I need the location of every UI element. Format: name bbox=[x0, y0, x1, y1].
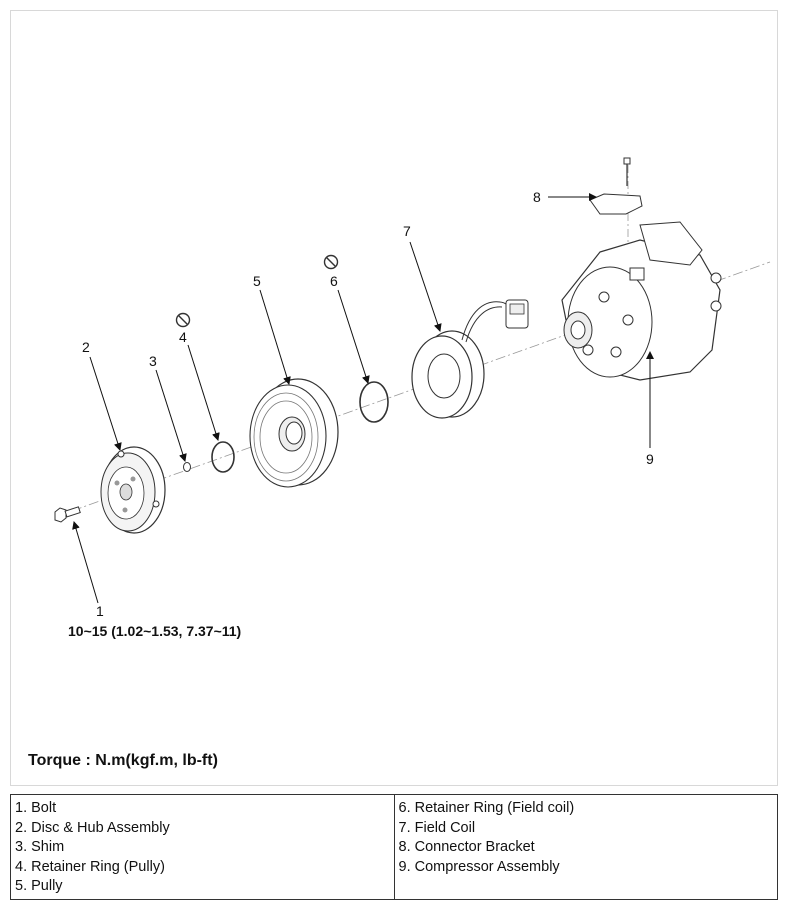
connector-bracket-part bbox=[589, 157, 643, 215]
legend-item: 2. Disc & Hub Assembly bbox=[15, 819, 170, 836]
legend-item: 7. Field Coil bbox=[398, 819, 476, 836]
callout-9: 9 bbox=[646, 451, 654, 467]
exploded-view-diagram: 1 2 3 4 5 6 7 8 9 10~15 (1.02~1.53, 7.37… bbox=[54, 157, 771, 639]
callout-1: 1 bbox=[96, 603, 104, 619]
callout-7: 7 bbox=[403, 223, 411, 239]
do-not-reuse-icon bbox=[175, 312, 191, 328]
legend-column-right: 6. Retainer Ring (Field coil) 7. Field C… bbox=[393, 795, 778, 899]
leader-lines bbox=[72, 193, 654, 604]
legend-item: 3. Shim bbox=[15, 839, 65, 856]
do-not-reuse-icon bbox=[323, 254, 339, 270]
callout-5: 5 bbox=[253, 273, 261, 289]
callout-8: 8 bbox=[533, 189, 541, 205]
retainer-ring-pully-part bbox=[211, 441, 235, 473]
compressor-assembly-part bbox=[561, 221, 722, 381]
legend-item: 1. Bolt bbox=[15, 800, 57, 816]
legend-item: 4. Retainer Ring (Pully) bbox=[15, 858, 165, 875]
field-coil-part bbox=[411, 299, 529, 419]
legend-item: 9. Compressor Assembly bbox=[398, 858, 560, 875]
callout-4: 4 bbox=[179, 329, 187, 345]
bolt-part bbox=[54, 506, 81, 523]
torque-units-label: Torque : N.m(kgf.m, lb-ft) bbox=[28, 752, 218, 769]
callout-2: 2 bbox=[82, 339, 90, 355]
legend-column-left: 1. Bolt 2. Disc & Hub Assembly 3. Shim 4… bbox=[11, 795, 394, 899]
callout-3: 3 bbox=[149, 353, 157, 369]
disc-hub-part bbox=[100, 446, 166, 534]
shim-part bbox=[183, 462, 191, 472]
legend-item: 6. Retainer Ring (Field coil) bbox=[398, 800, 575, 816]
torque-spec: 10~15 (1.02~1.53, 7.37~11) bbox=[68, 623, 241, 639]
legend-table: 1. Bolt 2. Disc & Hub Assembly 3. Shim 4… bbox=[10, 794, 778, 900]
legend-item: 8. Connector Bracket bbox=[398, 839, 535, 856]
callout-6: 6 bbox=[330, 273, 338, 289]
legend-item: 5. Pully bbox=[15, 878, 63, 895]
retainer-ring-field-coil-part bbox=[359, 381, 389, 423]
pully-part bbox=[249, 378, 339, 488]
